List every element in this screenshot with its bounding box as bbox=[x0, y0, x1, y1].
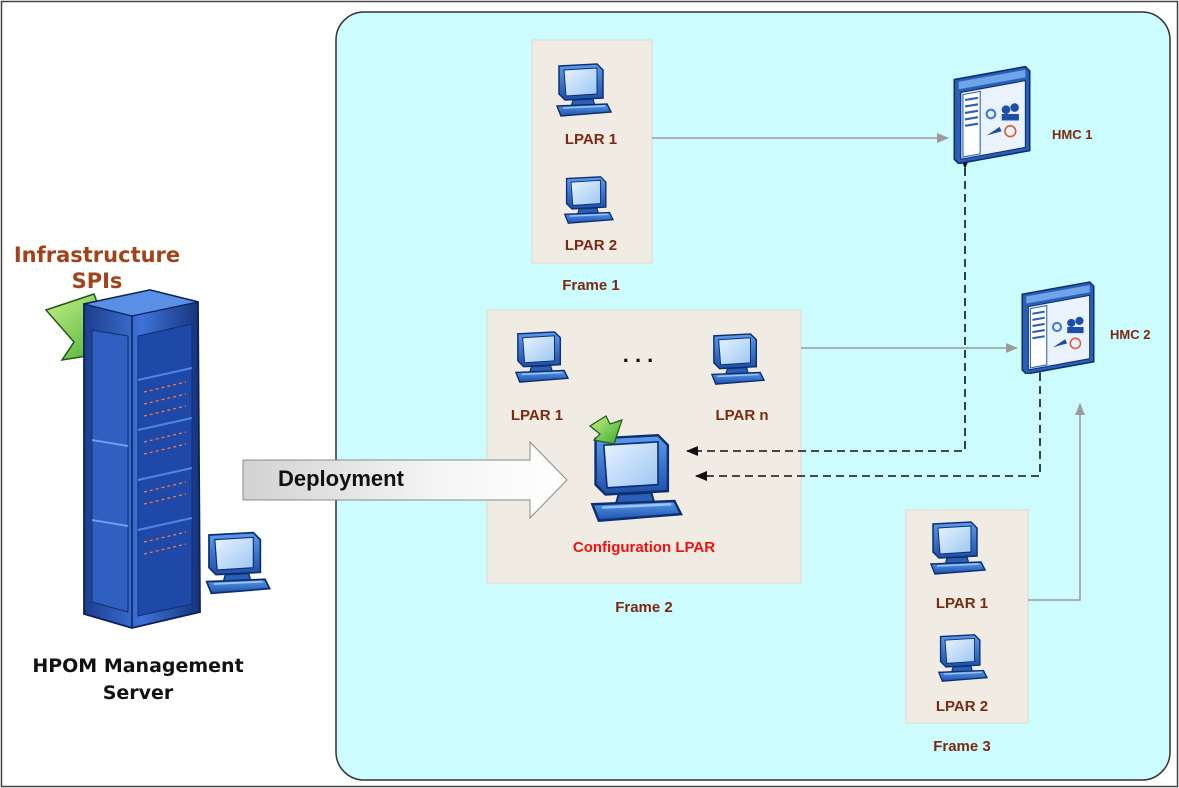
server-console-monitor-icon bbox=[205, 531, 271, 595]
frame3-to-hmc2-connector bbox=[1028, 403, 1085, 601]
frame3-lpar2-label: LPAR 2 bbox=[936, 698, 988, 715]
frame2-ellipsis: . . . bbox=[623, 342, 654, 367]
deployment-arrow bbox=[242, 440, 568, 520]
server-label-line2: Server bbox=[103, 682, 174, 704]
frame3-lpar1-label: LPAR 1 bbox=[936, 595, 988, 612]
config-lpar-monitor-icon bbox=[591, 434, 683, 522]
server-rack-icon bbox=[83, 289, 201, 629]
deployment-label: Deployment bbox=[278, 466, 405, 491]
lpar-monitor-icon bbox=[711, 333, 765, 385]
infrastructure-spis-line1: Infrastructure bbox=[14, 243, 180, 267]
hmc2-config-dashed-link bbox=[695, 362, 1045, 481]
deploy-down-arrow-icon bbox=[588, 415, 623, 445]
lpar-monitor-icon bbox=[930, 521, 986, 575]
hmc1-label: HMC 1 bbox=[1052, 127, 1092, 142]
hmc-console-icon bbox=[1021, 280, 1095, 374]
lpar-monitor-icon bbox=[938, 634, 988, 682]
infrastructure-spis-line2: SPIs bbox=[72, 269, 123, 293]
frame2-title: Frame 2 bbox=[615, 599, 673, 616]
lpar-monitor-icon bbox=[556, 63, 612, 117]
frame2-lpar1-label: LPAR 1 bbox=[511, 407, 563, 424]
frame1-title: Frame 1 bbox=[562, 277, 620, 294]
frame3-title: Frame 3 bbox=[933, 738, 991, 755]
config-lpar-label: Configuration LPAR bbox=[573, 539, 715, 556]
frame1-lpar2-label: LPAR 2 bbox=[565, 237, 617, 254]
frame1-lpar1-label: LPAR 1 bbox=[565, 131, 617, 148]
lpar-monitor-icon bbox=[515, 331, 569, 383]
lpar-monitor-icon bbox=[564, 176, 614, 224]
server-label-line1: HPOM Management bbox=[32, 655, 243, 677]
frame2-lparn-label: LPAR n bbox=[715, 407, 768, 424]
hmc-console-icon bbox=[953, 65, 1031, 164]
hmc2-label: HMC 2 bbox=[1110, 327, 1150, 342]
